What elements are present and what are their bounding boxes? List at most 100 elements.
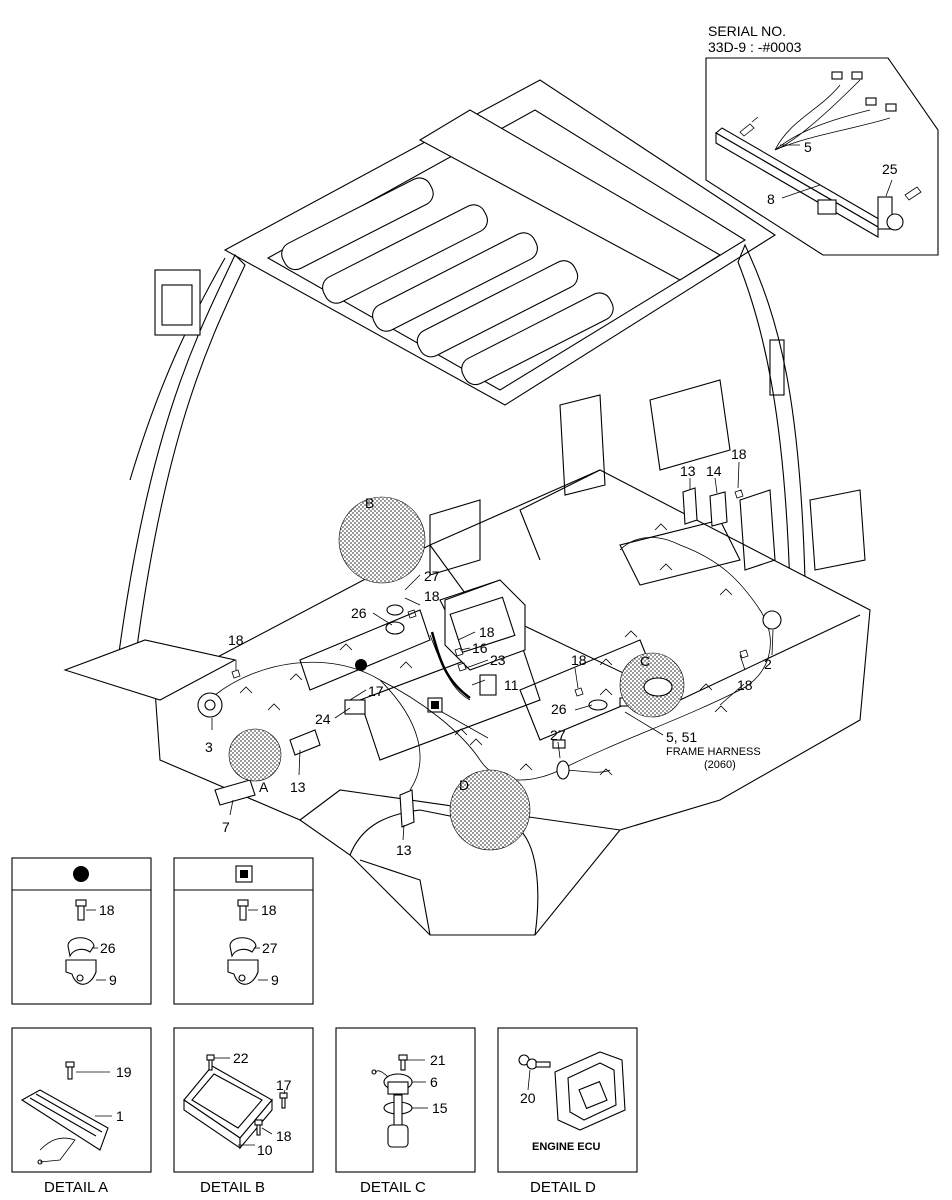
bolt-icon	[75, 899, 87, 921]
callout-1: 1	[116, 1108, 124, 1124]
bracket-icon	[65, 959, 97, 985]
circle-symbol-detail: 18 26 9	[11, 857, 152, 1005]
callout-15: 15	[432, 1100, 448, 1116]
callout-16: 16	[472, 640, 488, 656]
frame-harness-code: (2060)	[704, 759, 736, 771]
bolt-icon	[237, 899, 249, 921]
callout-20: 20	[520, 1090, 536, 1106]
detail-bubble-b	[338, 496, 426, 584]
square-symbol-detail: 18 27 9	[173, 857, 314, 1005]
callout-26: 26	[351, 605, 367, 621]
detail-d-box: 20 ENGINE ECU	[497, 1027, 638, 1173]
bolt-icon	[398, 1054, 408, 1071]
engine-ecu-icon	[444, 579, 526, 671]
callout-10: 10	[257, 1142, 273, 1158]
callout-18: 18	[228, 632, 244, 648]
detail-marker-b: B	[365, 495, 374, 511]
serial-inset-frame	[705, 57, 939, 256]
callout-21: 21	[430, 1052, 446, 1068]
square-marker-icon	[235, 865, 253, 883]
harness-clips	[239, 523, 733, 776]
frame-harness-label: FRAME HARNESS	[666, 746, 761, 758]
bolt-icon	[279, 1092, 288, 1109]
callout-2: 2	[764, 656, 772, 672]
serial-title: SERIAL NO.	[708, 23, 786, 39]
callout-6: 6	[430, 1074, 438, 1090]
detail-bubble-a	[228, 728, 282, 782]
callout-18: 18	[737, 677, 753, 693]
callout-17: 17	[368, 683, 384, 699]
detail-c-box: 21 6 15	[335, 1027, 476, 1173]
sensor-icon	[762, 610, 782, 630]
detail-marker-c: C	[640, 653, 650, 669]
detail-bubbles	[228, 496, 685, 851]
ground-cable	[430, 631, 471, 700]
callout-27: 27	[262, 940, 278, 956]
chassis-frame	[154, 469, 871, 936]
callout-25: 25	[882, 161, 898, 177]
callout-18: 18	[424, 588, 440, 604]
callout-9: 9	[271, 972, 279, 988]
clamp-icon	[67, 937, 95, 958]
bolt-icon	[206, 1054, 215, 1071]
callout-18: 18	[479, 624, 495, 640]
circle-marker-icon	[355, 659, 367, 671]
serial-range: 33D-9 : -#0003	[708, 39, 802, 55]
callout-14: 14	[706, 463, 722, 479]
callout-23: 23	[490, 652, 506, 668]
bolt-icon	[904, 186, 922, 201]
detail-d-caption: DETAIL D	[530, 1179, 596, 1196]
callout-7: 7	[222, 819, 230, 835]
callout-9: 9	[109, 972, 117, 988]
bolt-icon	[231, 489, 749, 697]
detail-marker-d: D	[459, 777, 469, 793]
detail-b-caption: DETAIL B	[200, 1179, 265, 1196]
accelerator-pedal-icon	[20, 1089, 109, 1151]
bracket-icon	[214, 779, 256, 806]
callout-18: 18	[261, 902, 277, 918]
callout-11: 11	[504, 677, 519, 693]
callout-5: 5	[804, 139, 812, 155]
detail-a-caption: DETAIL A	[44, 1179, 108, 1196]
callout-19: 19	[116, 1064, 132, 1080]
circle-marker-icon	[73, 866, 89, 882]
bolt-icon	[518, 1054, 551, 1070]
bracket-bar	[715, 127, 904, 238]
rear-pillar	[737, 243, 806, 592]
callout-13: 13	[680, 463, 696, 479]
bolt-icon	[65, 1061, 75, 1080]
bolt-icon	[739, 116, 759, 137]
clamp-icon	[229, 937, 257, 958]
detail-a-box: 19 1	[11, 1027, 152, 1173]
detail-bubble-d	[449, 769, 531, 851]
callout-26: 26	[551, 701, 567, 717]
callout-27: 27	[550, 727, 566, 743]
callout-24: 24	[315, 711, 331, 727]
callout-18: 18	[276, 1128, 292, 1144]
detail-marker-a: A	[259, 779, 269, 795]
callout-22: 22	[233, 1050, 249, 1066]
callout-26: 26	[100, 940, 116, 956]
callout-17: 17	[276, 1077, 292, 1093]
serial-inset: SERIAL NO. 33D-9 : -#0003 5 8 25	[705, 23, 939, 256]
forklift-frame-drawing	[63, 79, 871, 936]
callout-leaders	[211, 461, 774, 841]
detail-c-caption: DETAIL C	[360, 1179, 426, 1196]
square-marker-icon	[427, 697, 443, 713]
horn-icon	[197, 692, 223, 718]
callout-5-51: 5, 51	[666, 729, 697, 745]
callout-8: 8	[767, 191, 775, 207]
engine-ecu-label: ENGINE ECU	[532, 1141, 601, 1153]
detail-b-box: 22 17 18 10	[173, 1027, 314, 1173]
bolt-icon	[254, 1119, 263, 1136]
callout-18: 18	[731, 446, 747, 462]
left-step-plate	[63, 639, 237, 701]
callout-18: 18	[571, 652, 587, 668]
callout-18: 18	[99, 902, 115, 918]
bracket-icon	[227, 959, 259, 985]
callout-3: 3	[205, 739, 213, 755]
callout-13: 13	[290, 779, 306, 795]
callout-13: 13	[396, 842, 412, 858]
wire-harness	[774, 71, 897, 151]
